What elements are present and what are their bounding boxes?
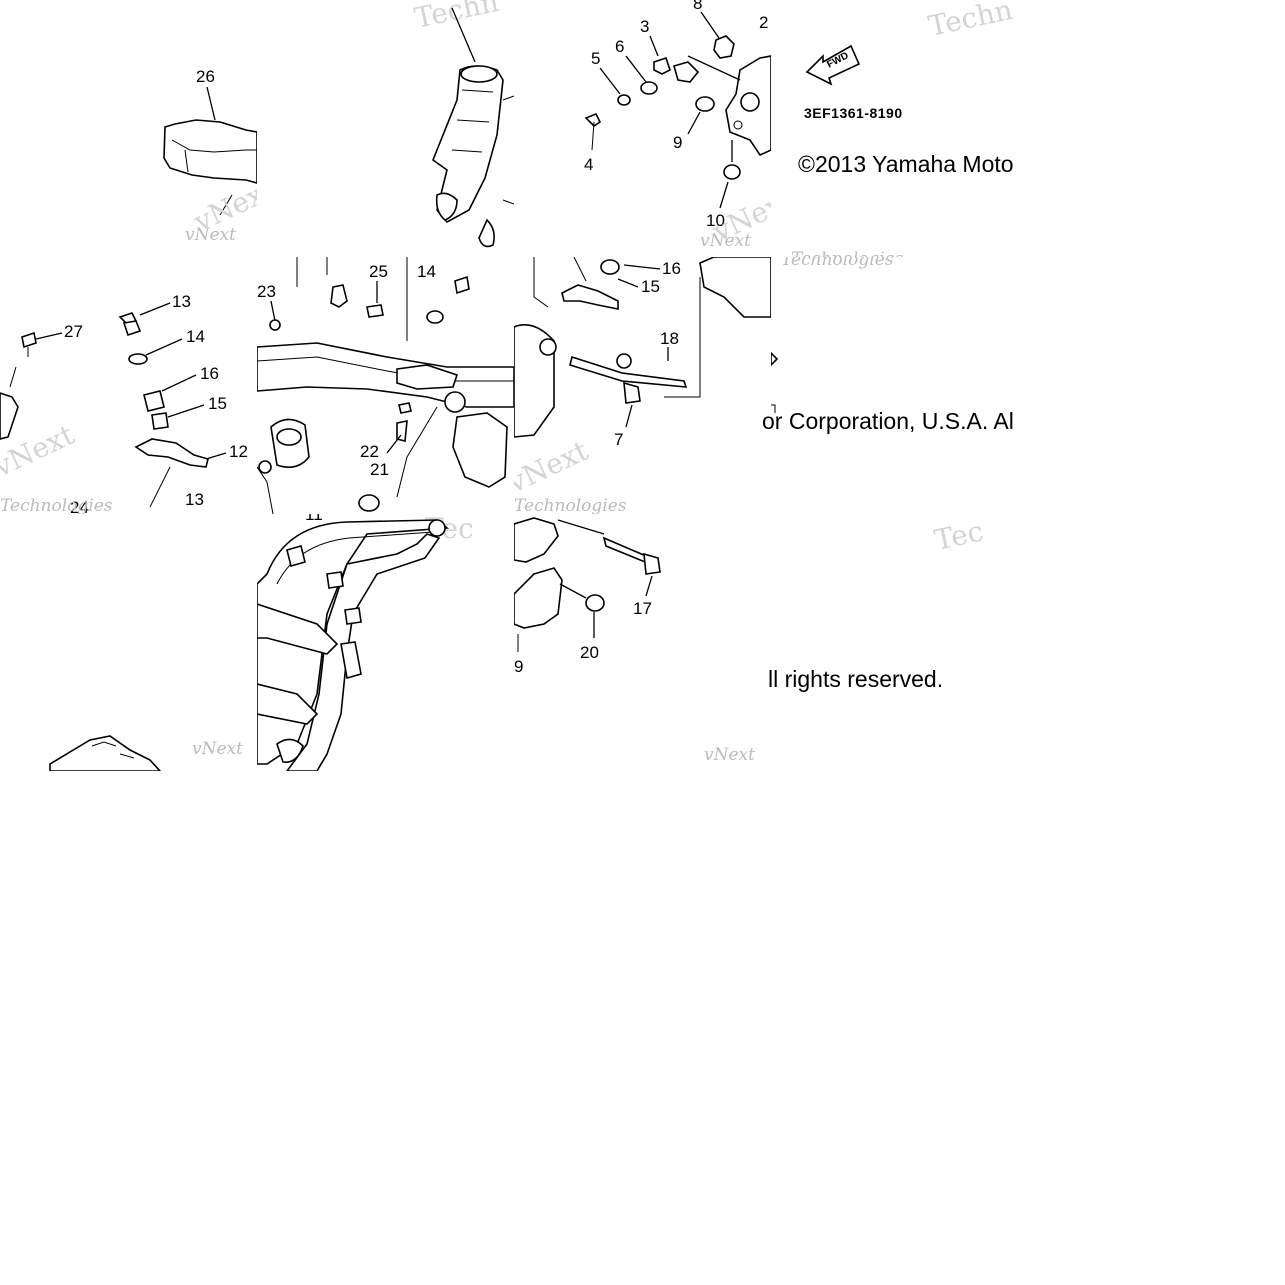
watermark-vnext-large-1: vNext [188,173,257,239]
callout-13-b: 13 [185,490,204,509]
tile-info-bottom: Tec [771,514,1028,771]
watermark-vnext-2: vNext [700,231,751,251]
callout-22: 22 [360,442,379,461]
tile-part-26: 26 vNext vNext [0,0,257,257]
part-code: 3EF1361-8190 [804,105,903,121]
copyright-line-3: ll rights reserved. [768,666,944,692]
callout-11: 11 [305,514,323,524]
watermark-technologies-1: Technologies [791,249,904,257]
callout-2: 2 [759,13,768,32]
tile-engine-mount-front: 8 3 2 5 6 4 9 10 [514,0,771,257]
watermark-technologies-2: Technologies [0,496,113,514]
callout-8: 8 [693,0,702,13]
tile-info-top: Techn FWD Technologies [771,0,1028,257]
callout-26: 26 [196,67,215,86]
callout-14-b: 14 [417,262,436,281]
tile-engine-mount-bolts: 16 15 18 7 vNext Technologies [514,257,771,514]
watermark-vnext-4: vNext [192,739,243,759]
watermark-techno-2: Techn [926,0,1016,43]
tile-mount-hardware-left: 13 27 14 16 15 12 13 24 vNext Tech [0,257,257,514]
callout-27: 27 [64,322,83,341]
callout-9-b: 9 [514,657,523,676]
watermark-technologies-3: Technologies [514,496,627,514]
watermark-vnext-3: vNext [704,745,755,765]
callout-24: 24 [70,498,89,514]
callout-20: 20 [580,643,599,662]
watermark-technologies-4: Technologies [781,257,894,270]
watermark-vnext-large-2: vNext [707,183,771,249]
tile-frame-center: 25 23 14 22 21 [257,257,514,514]
callout-18: 18 [660,329,679,348]
callout-21: 21 [370,460,389,479]
callout-7: 7 [614,430,623,449]
callout-17: 17 [633,599,652,618]
callout-3: 3 [640,17,649,36]
watermark-tec-2: Tec [932,514,987,556]
callout-25: 25 [369,262,388,281]
callout-5: 5 [591,49,600,68]
tile-frame-fragment: vNext [0,514,257,771]
copyright-line-1: ©2013 Yamaha Moto [798,151,1014,177]
tile-steering-head: Techn [257,0,514,257]
watermark-vnext-large-4: vNext [514,434,594,500]
callout-16-a: 16 [200,364,219,383]
callout-10: 10 [706,211,725,230]
tile-rear-mount: 17 20 9 vNext [514,514,771,771]
callout-15-a: 15 [208,394,227,413]
callout-15-b: 15 [641,277,660,296]
tile-info-middle: Technologies [771,257,1028,514]
watermark-vnext-1: vNext [185,225,236,245]
callout-6: 6 [615,37,624,56]
callout-23: 23 [257,282,276,301]
callout-13-a: 13 [172,292,191,311]
callout-14-a: 14 [186,327,205,346]
callout-4: 4 [584,155,593,174]
tile-frame-lower: Tec 11 [257,514,514,771]
copyright-line-2: or Corporation, U.S.A. Al [762,408,1014,434]
fwd-arrow-icon [805,44,861,86]
callout-12: 12 [229,442,248,461]
callout-9: 9 [673,133,682,152]
callout-16-b: 16 [662,259,681,278]
